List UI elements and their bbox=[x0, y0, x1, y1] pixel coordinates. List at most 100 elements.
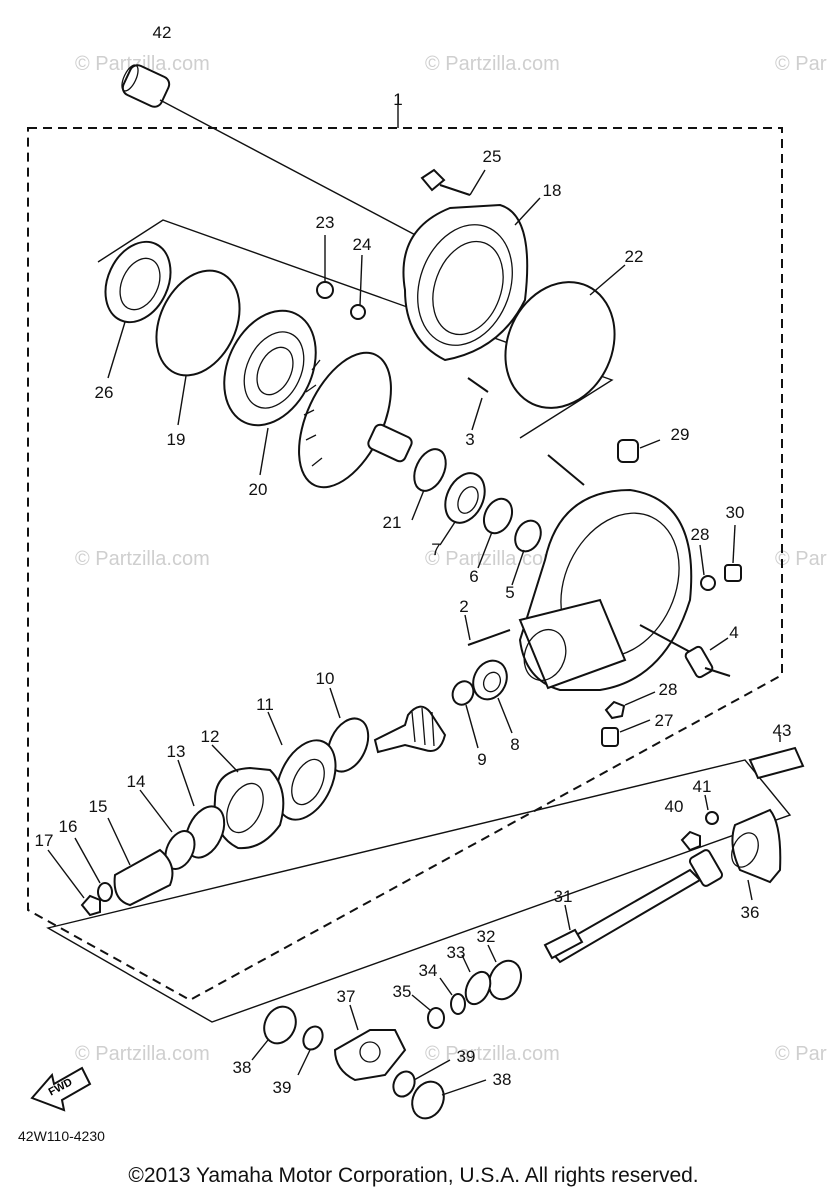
watermark: © Partzilla.com bbox=[775, 1043, 827, 1065]
drain-plug-part bbox=[601, 727, 619, 747]
spacer-part bbox=[482, 497, 514, 535]
callout-37: 37 bbox=[337, 987, 356, 1006]
group-outline bbox=[97, 219, 614, 439]
leader-line bbox=[624, 691, 656, 706]
leader-line bbox=[139, 789, 173, 833]
watermark: © Partzilla.com bbox=[75, 53, 210, 75]
callout-38b: 38 bbox=[493, 1070, 512, 1089]
leader-line bbox=[413, 1059, 451, 1081]
callout-21: 21 bbox=[383, 513, 402, 532]
callout-13: 13 bbox=[167, 742, 186, 761]
callout-3: 3 bbox=[465, 430, 474, 449]
callout-5: 5 bbox=[505, 583, 514, 602]
callout-30: 30 bbox=[726, 503, 745, 522]
bearing-cup-part bbox=[251, 1005, 297, 1061]
leader-line bbox=[497, 697, 513, 734]
callout-27: 27 bbox=[655, 711, 674, 730]
nut-part bbox=[316, 281, 334, 299]
callout-8: 8 bbox=[510, 735, 519, 754]
callout-38: 38 bbox=[233, 1058, 252, 1077]
leader-line bbox=[411, 489, 425, 521]
leader-line bbox=[699, 544, 705, 576]
label-part bbox=[748, 746, 805, 780]
bearing-part bbox=[487, 959, 523, 1001]
flange-part bbox=[731, 808, 782, 901]
washer-part bbox=[350, 304, 366, 320]
watermark: © Partzilla.com bbox=[775, 548, 827, 570]
shim-part bbox=[464, 970, 492, 1006]
shim-ring-part bbox=[155, 269, 241, 377]
callout-35: 35 bbox=[393, 982, 412, 1001]
leader-line bbox=[297, 1049, 311, 1076]
callout-28: 28 bbox=[691, 525, 710, 544]
leader-line bbox=[47, 849, 85, 899]
leader-line bbox=[464, 614, 471, 641]
bearing-cup-part bbox=[411, 1080, 445, 1120]
leader-line bbox=[439, 521, 456, 546]
seal-part bbox=[514, 519, 542, 553]
stud-part bbox=[467, 377, 489, 393]
callout-42: 42 bbox=[153, 23, 172, 42]
callout-2: 2 bbox=[459, 597, 468, 616]
leader-line bbox=[74, 837, 101, 884]
callout-12: 12 bbox=[201, 727, 220, 746]
callout-16: 16 bbox=[59, 817, 78, 836]
washer-part bbox=[700, 575, 716, 591]
callout-28b: 28 bbox=[659, 680, 678, 699]
callout-20: 20 bbox=[249, 480, 268, 499]
circlip-part bbox=[302, 1025, 324, 1051]
leader-line bbox=[471, 397, 483, 431]
leader-line bbox=[487, 944, 497, 963]
callout-41: 41 bbox=[693, 777, 712, 796]
small-bearing-part bbox=[444, 472, 486, 524]
callout-4: 4 bbox=[729, 623, 738, 642]
leader-line bbox=[511, 549, 525, 586]
pinion-gear-part bbox=[373, 705, 447, 754]
callout-25: 25 bbox=[483, 147, 502, 166]
callout-17: 17 bbox=[35, 831, 54, 850]
callout-33: 33 bbox=[447, 943, 466, 962]
watermark: © Partzilla.com bbox=[775, 53, 827, 75]
leader-line bbox=[732, 524, 736, 564]
circlip-part bbox=[392, 1070, 416, 1098]
leader-line bbox=[704, 794, 709, 811]
leader-line bbox=[477, 531, 493, 569]
bearing-part bbox=[267, 711, 337, 821]
breather-part bbox=[617, 439, 639, 463]
washer-part bbox=[450, 993, 466, 1015]
copyright-notice: ©2013 Yamaha Motor Corporation, U.S.A. A… bbox=[128, 1164, 699, 1187]
watermarks: © Partzilla.com © Partzilla.com © Partzi… bbox=[75, 53, 827, 1065]
nut-part bbox=[80, 894, 101, 917]
bolt-part bbox=[420, 168, 486, 196]
callout-26: 26 bbox=[95, 383, 114, 402]
nut-part bbox=[680, 830, 701, 852]
callout-1: 1 bbox=[393, 90, 402, 109]
callout-43: 43 bbox=[773, 721, 792, 740]
gear-case-part bbox=[518, 488, 693, 691]
callout-32: 32 bbox=[477, 927, 496, 946]
leader-line bbox=[177, 375, 187, 426]
washer-part bbox=[604, 700, 626, 720]
callout-40: 40 bbox=[665, 797, 684, 816]
coupling-part bbox=[107, 817, 174, 907]
stud-part bbox=[467, 629, 511, 646]
bearing-retainer-part bbox=[211, 744, 285, 850]
watermark: © Partzilla.com bbox=[75, 1043, 210, 1065]
ring-gear-part bbox=[298, 351, 413, 489]
callout-10: 10 bbox=[316, 669, 335, 688]
collar-part bbox=[121, 64, 441, 249]
leader-line bbox=[619, 719, 651, 733]
oil-seal-part bbox=[104, 240, 172, 379]
pin-part bbox=[639, 624, 731, 679]
callout-24: 24 bbox=[353, 235, 372, 254]
callout-23: 23 bbox=[316, 213, 335, 232]
leader-line bbox=[589, 264, 626, 296]
assembly-boundary bbox=[27, 127, 783, 1002]
leader-line bbox=[177, 759, 195, 807]
circlip-part bbox=[427, 1007, 445, 1029]
leader-line bbox=[441, 1079, 487, 1096]
callout-22: 22 bbox=[625, 247, 644, 266]
watermark: © Partzilla.com bbox=[425, 1043, 560, 1065]
leader-line bbox=[411, 994, 431, 1011]
